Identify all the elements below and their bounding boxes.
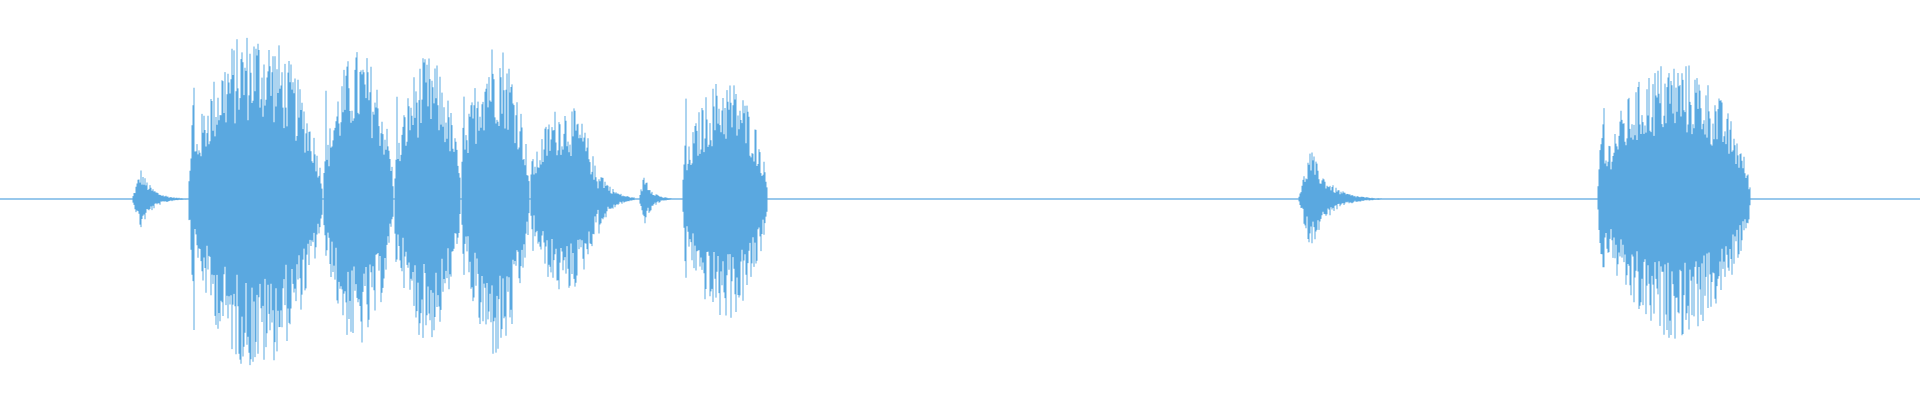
waveform-segment-path xyxy=(598,177,635,234)
waveform-segment xyxy=(132,170,191,228)
waveform-segment xyxy=(394,58,461,338)
waveform-samples xyxy=(132,37,1751,366)
waveform-segment-path xyxy=(323,52,394,343)
waveform-segment xyxy=(682,84,768,318)
waveform-segment-path xyxy=(394,58,461,338)
waveform-segment-path xyxy=(682,84,768,318)
waveform-segment xyxy=(188,37,323,366)
waveform-segment-path xyxy=(461,49,530,354)
waveform-segment xyxy=(323,52,394,343)
waveform-segment xyxy=(530,108,599,290)
waveform-segment-path xyxy=(1298,152,1383,244)
waveform-segment-path xyxy=(639,177,677,224)
waveform-segment-path xyxy=(132,170,191,228)
waveform-segment-path xyxy=(188,37,323,366)
waveform-segment xyxy=(639,177,677,224)
waveform-segment-path xyxy=(530,108,599,290)
waveform-segment xyxy=(461,49,530,354)
waveform-segment xyxy=(1597,65,1751,339)
waveform-segment-path xyxy=(1597,65,1751,339)
waveform-segment xyxy=(598,177,635,234)
waveform-segment xyxy=(1298,152,1383,244)
